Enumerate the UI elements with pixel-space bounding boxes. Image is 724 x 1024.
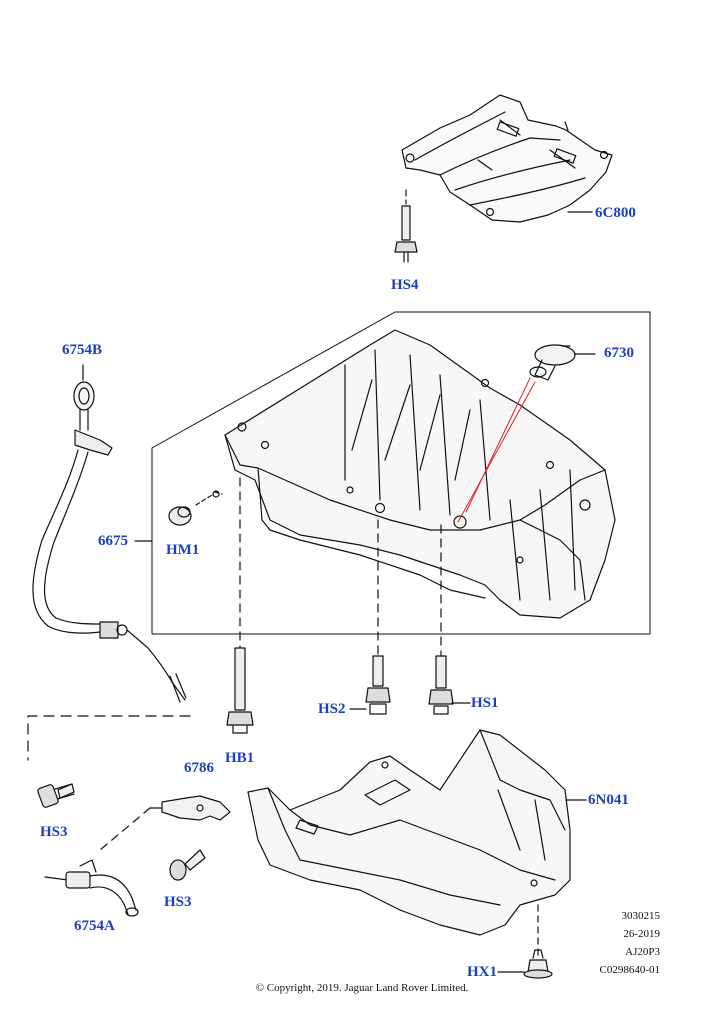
guide-dipstick-bracket: [99, 807, 151, 851]
drain-plug-6730: [529, 344, 596, 381]
bolt-HS3-left: [37, 783, 75, 808]
guide-dipstick: [27, 715, 191, 761]
dipstick-tube-6754A: [44, 859, 139, 917]
bracket-6786: [149, 795, 231, 821]
callout-6754A: 6754A: [74, 918, 115, 934]
callout-HM1: HM1: [166, 542, 200, 558]
diagram-reference-block: 3030215 26-2019 AJ20P3 C0298640-01: [560, 907, 661, 979]
reference-model: AJ20P3: [625, 946, 660, 958]
bolt-HS3-mid: [169, 849, 206, 881]
reference-date: 26-2019: [623, 928, 660, 940]
callout-HS3-mid: HS3: [164, 894, 192, 910]
callout-HS3-left: HS3: [40, 824, 68, 840]
callout-6675: 6675: [98, 533, 128, 549]
leader-red-2: [457, 381, 536, 523]
copyright-notice: © Copyright, 2019. Jaguar Land Rover Lim…: [255, 982, 469, 994]
callout-6730: 6730: [604, 345, 634, 361]
reference-number: 3030215: [621, 910, 661, 922]
callout-6786: 6786: [184, 760, 214, 776]
bolt-HB1: [226, 647, 254, 734]
stud-HS4: [394, 189, 418, 263]
callout-6N041: 6N041: [588, 792, 629, 808]
stud-HS1: [428, 655, 454, 715]
callout-6C800: 6C800: [595, 205, 636, 221]
oil-pan-6675: [224, 329, 616, 619]
reference-code: C0298640-01: [599, 964, 661, 976]
clip-HX1: [523, 949, 553, 979]
callout-HX1: HX1: [467, 964, 497, 980]
oil-pan-group-frame: [151, 311, 651, 635]
windage-tray-6C800: [401, 94, 613, 223]
callout-HS1: HS1: [471, 695, 499, 711]
leader-red-1: [465, 377, 531, 513]
callout-6754B: 6754B: [62, 342, 103, 358]
callout-HS4: HS4: [391, 277, 419, 293]
seal-HM1: [168, 490, 223, 526]
callout-HS2: HS2: [318, 701, 346, 717]
underbody-shield-6N041: [247, 729, 571, 936]
stud-HS2: [365, 655, 391, 715]
dipstick-tube-6754B: [32, 364, 187, 703]
callout-HB1: HB1: [225, 750, 255, 766]
